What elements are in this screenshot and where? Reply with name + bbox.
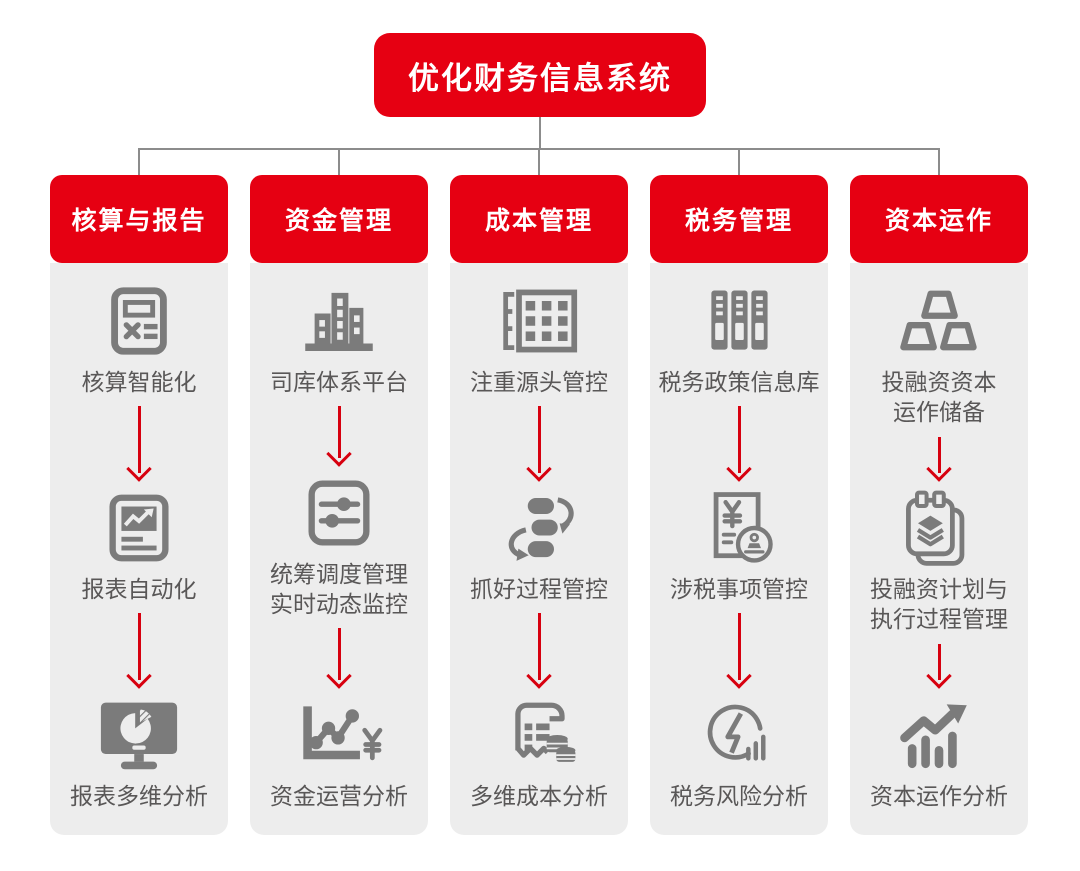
step-label: 税务风险分析 bbox=[670, 782, 808, 809]
spreadsheet-grid-icon bbox=[493, 277, 585, 365]
step-label: 资金运营分析 bbox=[270, 782, 408, 809]
connector-line bbox=[338, 149, 340, 176]
down-arrow bbox=[726, 397, 752, 483]
connector-line bbox=[138, 149, 140, 176]
step-label: 涉税事项管控 bbox=[670, 575, 808, 602]
diagram-title: 优化财务信息系统 bbox=[374, 33, 706, 117]
step-label: 税务政策信息库 bbox=[658, 369, 820, 395]
office-building-icon bbox=[294, 277, 384, 365]
receipt-coins-icon bbox=[493, 691, 585, 779]
step-label: 注重源头管控 bbox=[470, 369, 608, 395]
planning-calendar-icon bbox=[893, 484, 985, 572]
column-cost-management: 成本管理 注重源头管控 bbox=[450, 175, 628, 835]
column-tax-management: 税务管理 bbox=[650, 175, 828, 835]
down-arrow bbox=[526, 604, 552, 690]
report-document-icon bbox=[98, 484, 180, 572]
connector-line bbox=[538, 149, 540, 176]
workflow-cycle-icon bbox=[494, 484, 584, 572]
binders-archive-icon bbox=[693, 277, 785, 365]
column-header: 税务管理 bbox=[650, 175, 828, 263]
column-body: 核算智能化 报表自动化 bbox=[50, 263, 228, 835]
connector-line bbox=[738, 149, 740, 176]
sliders-icon bbox=[298, 469, 380, 557]
step-label: 投融资资本 运作储备 bbox=[881, 369, 997, 426]
step-label: 报表自动化 bbox=[81, 575, 197, 602]
down-arrow bbox=[926, 635, 952, 691]
growth-bar-chart-icon bbox=[893, 691, 985, 779]
step-label: 多维成本分析 bbox=[470, 782, 608, 809]
gold-bars-icon bbox=[895, 277, 983, 365]
connector-line bbox=[938, 149, 940, 176]
down-arrow bbox=[126, 397, 152, 483]
column-body: 注重源头管控 抓好过程管控 bbox=[450, 263, 628, 835]
down-arrow bbox=[126, 604, 152, 690]
step-label: 报表多维分析 bbox=[70, 782, 208, 809]
step-label: 统筹调度管理 实时动态监控 bbox=[270, 560, 408, 617]
column-body: 投融资资本 运作储备 投融资计划与 执行过程管理 bbox=[850, 263, 1028, 835]
step-label: 司库体系平台 bbox=[270, 369, 408, 395]
step-label: 投融资计划与 执行过程管理 bbox=[870, 575, 1008, 633]
monitor-pie-chart-icon bbox=[93, 691, 185, 779]
column-body: 税务政策信息库 涉税事项管控 bbox=[650, 263, 828, 835]
step-label: 核算智能化 bbox=[81, 369, 197, 395]
down-arrow bbox=[926, 428, 952, 484]
tax-document-stamp-icon bbox=[693, 484, 785, 572]
calculator-icon bbox=[98, 277, 180, 365]
connector-line bbox=[539, 117, 541, 149]
column-header: 资本运作 bbox=[850, 175, 1028, 263]
column-header: 资金管理 bbox=[250, 175, 428, 263]
column-capital-operation: 资本运作 投融资资本 运作储备 bbox=[850, 175, 1028, 835]
down-arrow bbox=[526, 397, 552, 483]
down-arrow bbox=[726, 604, 752, 690]
column-header: 成本管理 bbox=[450, 175, 628, 263]
column-fund-management: 资金管理 司库体系平台 bbox=[250, 175, 428, 835]
step-label: 资本运作分析 bbox=[870, 782, 1008, 809]
column-header: 核算与报告 bbox=[50, 175, 228, 263]
down-arrow bbox=[326, 397, 352, 468]
down-arrow bbox=[326, 619, 352, 690]
line-chart-yen-icon bbox=[291, 691, 387, 779]
step-label: 抓好过程管控 bbox=[470, 575, 608, 602]
column-body: 司库体系平台 统筹调度管理 实时动态监控 bbox=[250, 263, 428, 835]
risk-lightning-gauge-icon bbox=[694, 691, 784, 779]
column-accounting-reporting: 核算与报告 核算智能化 bbox=[50, 175, 228, 835]
